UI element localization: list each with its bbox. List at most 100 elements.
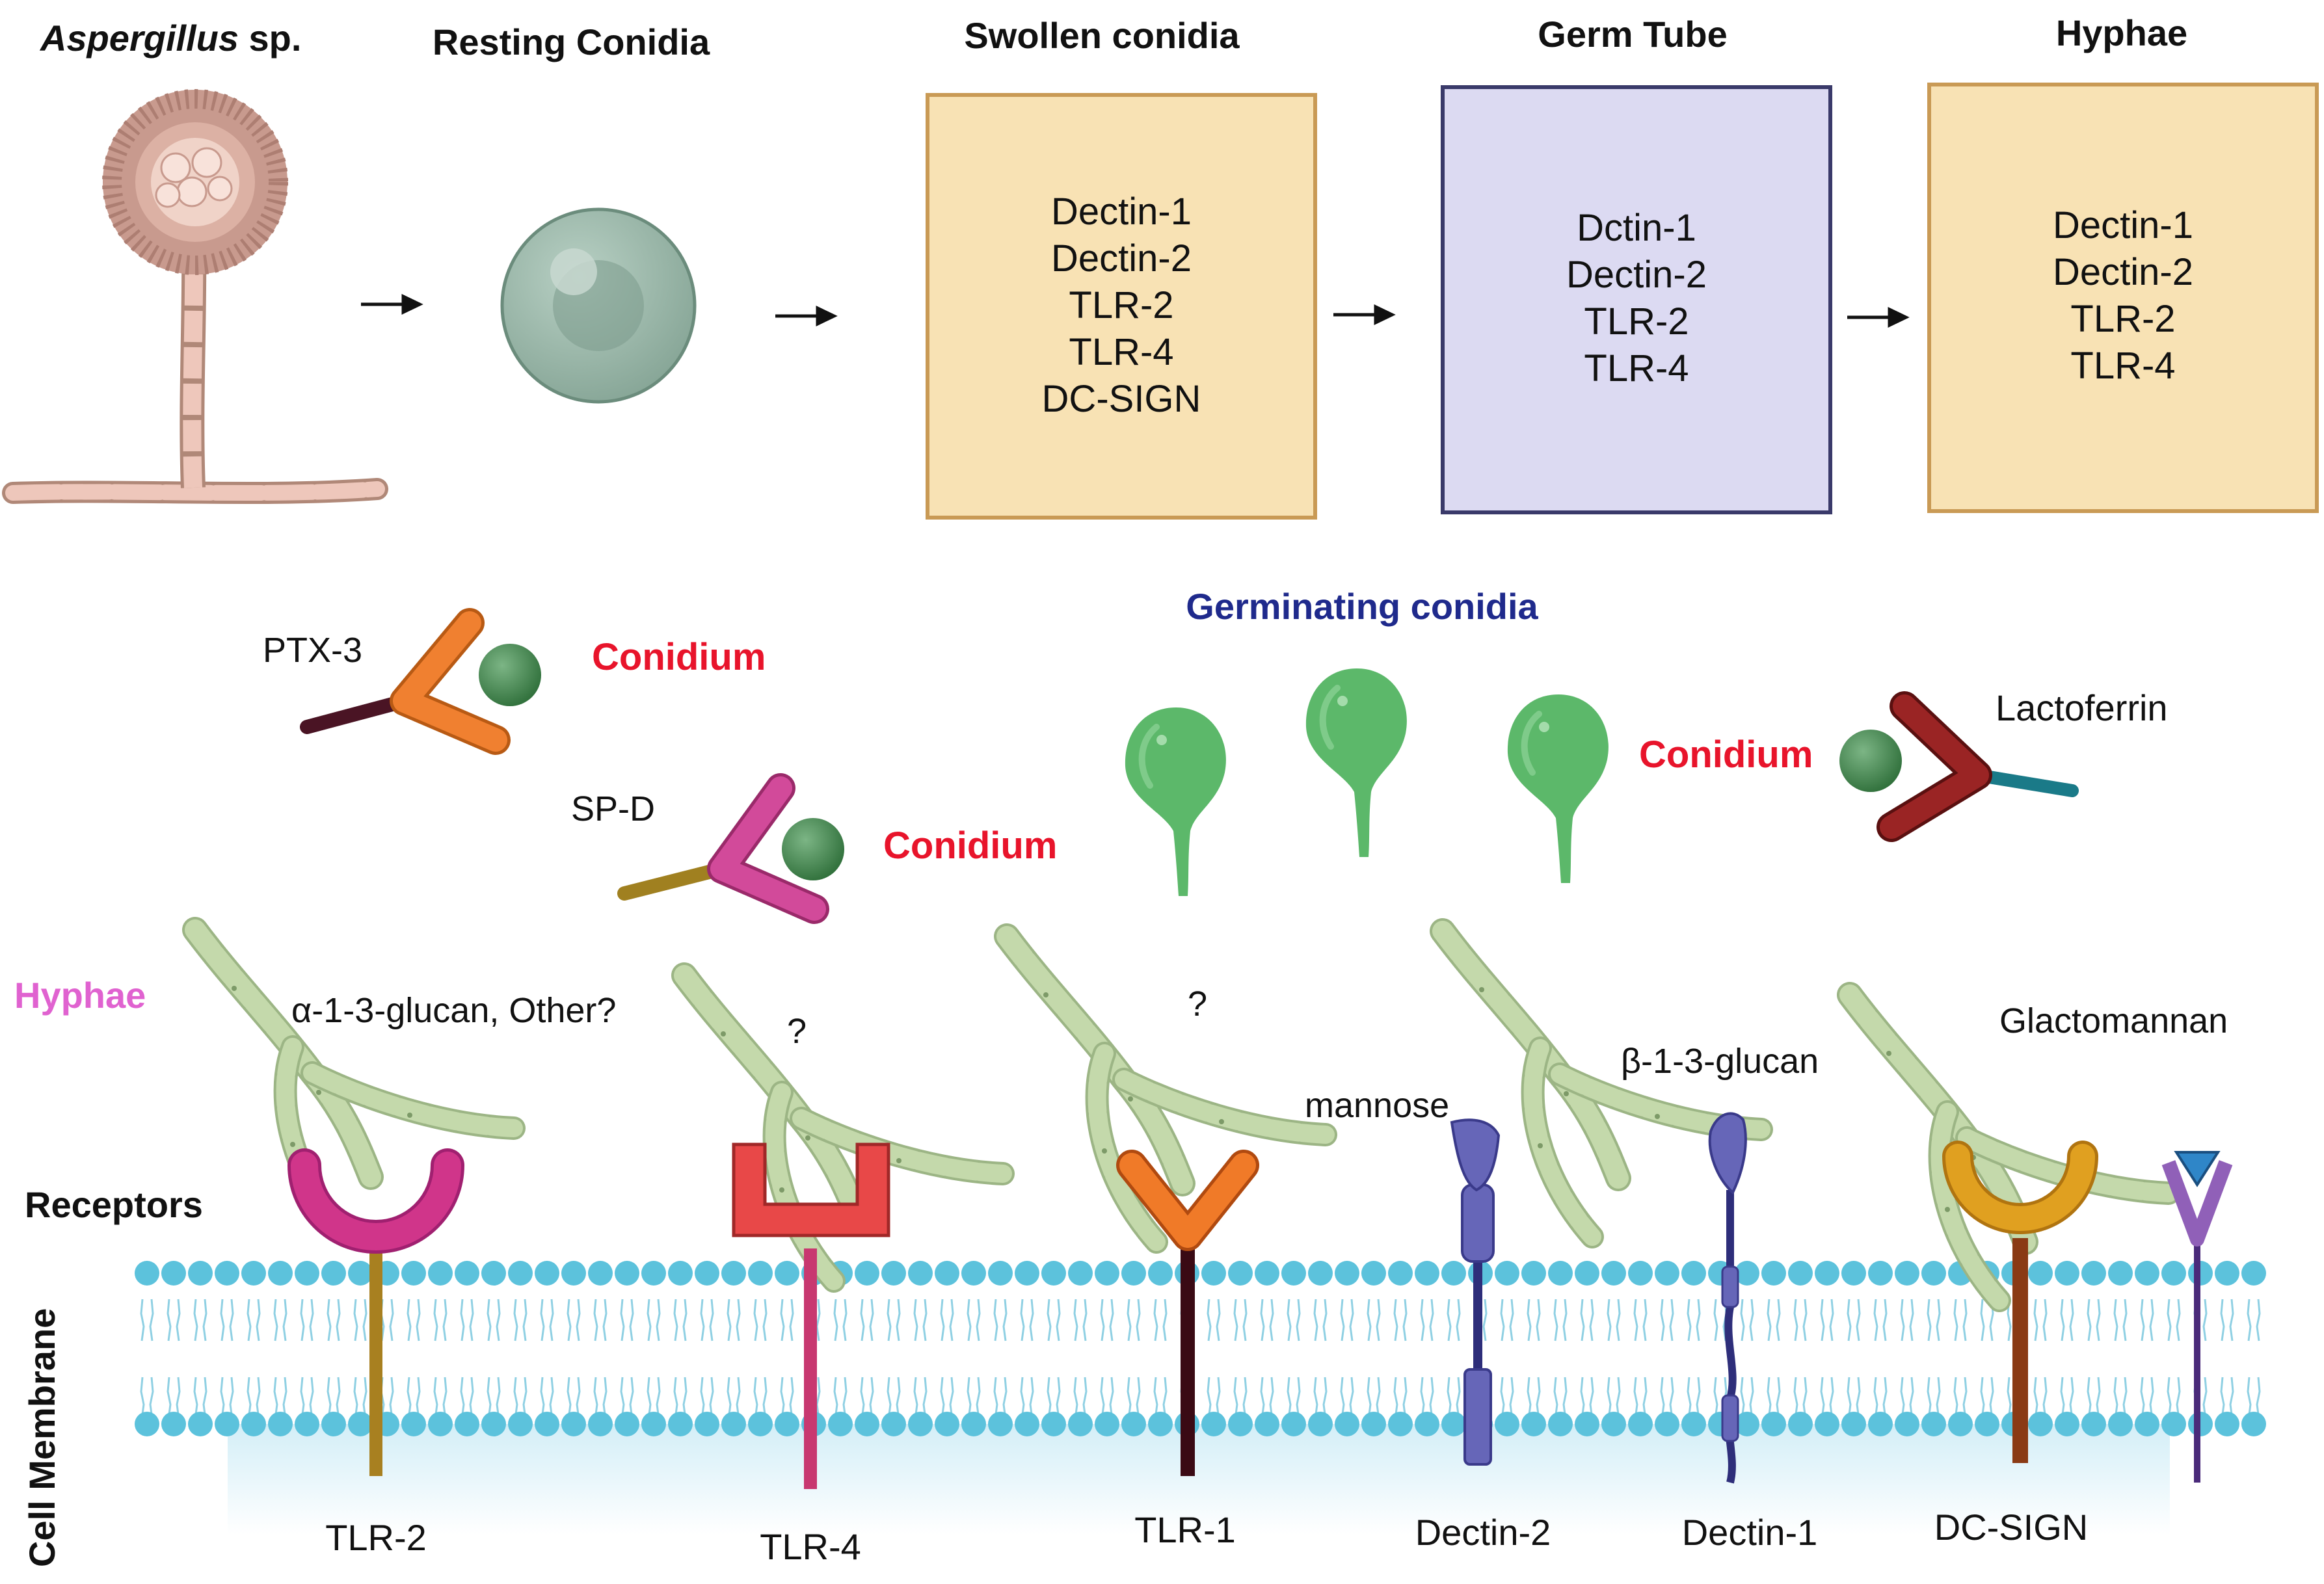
lipid-head — [881, 1412, 906, 1436]
lipid-head — [1495, 1261, 1519, 1286]
lipid-head — [295, 1261, 319, 1286]
lipid-head — [1415, 1412, 1439, 1436]
lipid-head — [1548, 1412, 1573, 1436]
galactomannan-label: Glactomannan — [1999, 1001, 2228, 1040]
lectin-receptor-small — [2161, 1151, 2233, 1483]
lipid-head — [135, 1412, 159, 1436]
lipid-head — [1148, 1261, 1173, 1286]
lipid-head — [455, 1261, 479, 1286]
lipid-head — [2241, 1412, 2266, 1436]
lipid-head — [1201, 1412, 1226, 1436]
triangle-ligand-icon — [2174, 1151, 2221, 1187]
lipid-head — [481, 1261, 506, 1286]
lactoferrin-label: Lactoferrin — [1996, 687, 2168, 728]
germinating-conidia-label: Germinating conidia — [1186, 586, 1538, 627]
tlr2-receptor — [287, 1148, 464, 1476]
germ-tube-box — [1441, 85, 1832, 514]
lipid-head — [1201, 1261, 1226, 1286]
lipid-head — [321, 1412, 346, 1436]
lipid-head — [1921, 1261, 1946, 1286]
lipid-head — [268, 1412, 293, 1436]
lipid-head — [135, 1261, 159, 1286]
receptor-label-dc-sign: DC-SIGN — [1934, 1507, 2088, 1548]
receptors-label: Receptors — [25, 1184, 203, 1225]
lipid-head — [695, 1261, 719, 1286]
lipid-head — [295, 1412, 319, 1436]
lipid-head — [1228, 1412, 1253, 1436]
lipid-head — [961, 1412, 986, 1436]
lipid-head — [2241, 1261, 2266, 1286]
alpha-glucan-label: α-1-3-glucan, Other? — [291, 991, 616, 1030]
receptor-list-item: TLR-4 — [2070, 345, 2175, 387]
ptx3-receptor — [300, 608, 541, 755]
lipid-head — [1121, 1261, 1146, 1286]
lipid-head — [1735, 1412, 1759, 1436]
receptor-list-item: Dectin-2 — [2053, 251, 2193, 293]
lipid-head — [188, 1261, 213, 1286]
lipid-head — [241, 1261, 266, 1286]
lipid-head — [2108, 1412, 2133, 1436]
lipid-head — [1815, 1261, 1839, 1286]
lipid-head — [1095, 1261, 1119, 1286]
lipid-head — [561, 1261, 586, 1286]
receptor-label-dectin2: Dectin-2 — [1415, 1512, 1551, 1553]
lactoferrin-receptor — [1839, 691, 2079, 842]
receptor-label-tlr2: TLR-2 — [325, 1517, 427, 1558]
lipid-head — [2161, 1412, 2186, 1436]
receptor-list-item: Dectin-2 — [1051, 237, 1192, 280]
lipid-head — [1788, 1412, 1813, 1436]
lipid-head — [1868, 1261, 1893, 1286]
tlr1-receptor — [1116, 1150, 1259, 1476]
lipid-head — [508, 1261, 533, 1286]
germ-tube-icon — [1306, 668, 1407, 857]
lipid-head — [748, 1261, 773, 1286]
lipid-head — [2108, 1261, 2133, 1286]
lipid-head — [2135, 1261, 2159, 1286]
lipid-head — [1415, 1261, 1439, 1286]
receptor-list-item: TLR-2 — [1584, 300, 1689, 343]
lipid-head — [1655, 1261, 1679, 1286]
lipid-head — [1948, 1412, 1973, 1436]
lipid-head — [401, 1261, 426, 1286]
lipid-head — [721, 1412, 746, 1436]
lipid-head — [1815, 1412, 1839, 1436]
lipid-head — [1361, 1412, 1386, 1436]
hyphae-fragment-icon — [195, 930, 514, 1235]
spd-receptor — [617, 773, 844, 924]
lipid-head — [241, 1412, 266, 1436]
lipid-head — [1441, 1412, 1466, 1436]
stage-swollen-conidia: Swollen conidia — [964, 15, 1240, 56]
lipid-head — [1628, 1261, 1653, 1286]
lipid-head — [481, 1412, 506, 1436]
lipid-head — [1015, 1412, 1039, 1436]
lipid-head — [1521, 1412, 1546, 1436]
lipid-head — [1601, 1412, 1626, 1436]
stage-resting-conidia: Resting Conidia — [433, 21, 710, 62]
lipid-head — [1255, 1261, 1279, 1286]
lipid-head — [1841, 1261, 1866, 1286]
conidium-ball-icon — [782, 818, 844, 880]
lipid-head — [428, 1412, 453, 1436]
lipid-head — [1041, 1261, 1066, 1286]
resting-conidium — [500, 207, 697, 404]
receptor-list-item: TLR-4 — [1069, 331, 1173, 373]
arrow-icon — [361, 294, 423, 315]
lipid-head — [641, 1412, 666, 1436]
lipid-head — [561, 1412, 586, 1436]
lipid-tails — [134, 1273, 2261, 1416]
lipid-head — [908, 1261, 933, 1286]
hyphae-receptor-list: Dectin-1 Dectin-2 TLR-2 TLR-4 — [2053, 204, 2193, 387]
tlr4-receptor — [732, 1142, 890, 1489]
arrow-icon — [1847, 307, 1910, 328]
lipid-head — [988, 1412, 1013, 1436]
lipid-head — [2055, 1412, 2079, 1436]
dectin2-receptor — [1450, 1118, 1501, 1466]
germ-tube-icon — [1125, 707, 1226, 896]
lipid-head — [1628, 1412, 1653, 1436]
dc-sign-receptor — [1942, 1141, 2098, 1463]
conidium-ball-icon — [479, 644, 541, 706]
lipid-head — [2028, 1412, 2053, 1436]
hyphae-side-label: Hyphae — [14, 975, 146, 1016]
lipid-head — [1895, 1412, 1919, 1436]
lipid-head — [695, 1412, 719, 1436]
